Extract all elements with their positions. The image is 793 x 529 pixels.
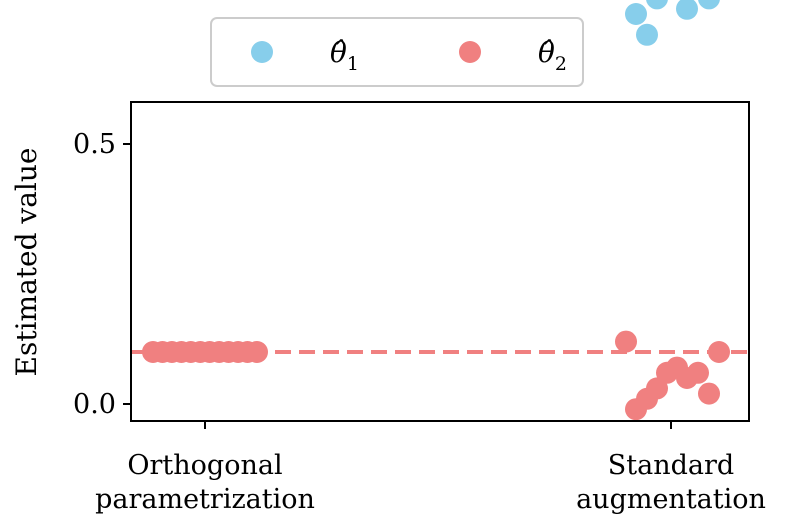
data-point-series1-cat2 — [625, 3, 647, 25]
data-point-series1-cat2 — [636, 23, 658, 46]
data-point-series2-cat2 — [646, 377, 668, 400]
legend-label-2: θ̂2 — [538, 36, 567, 75]
legend-marker-2 — [459, 41, 481, 63]
data-point-series1-cat2 — [698, 0, 720, 10]
legend-marker-1 — [251, 41, 273, 63]
plot-frame — [130, 101, 750, 422]
legend: θ̂1 θ̂2 — [210, 17, 584, 87]
data-point-series2-cat1 — [246, 341, 268, 363]
data-point-series1-cat2 — [646, 0, 668, 10]
data-point-series2-cat2 — [698, 382, 720, 405]
plot-area — [131, 0, 749, 421]
y-tick-label: 0.0 — [73, 389, 116, 420]
legend-box — [210, 17, 584, 87]
legend-label-1: θ̂1 — [330, 36, 359, 75]
data-point-series2-cat2 — [708, 341, 730, 363]
axes: 0.00.51.0OrthogonalparametrizationStanda… — [10, 101, 766, 515]
data-point-series2-cat2 — [615, 330, 637, 353]
data-point-series1-cat2 — [676, 0, 698, 20]
y-tick-label: 0.5 — [73, 129, 116, 160]
data-point-series2-cat2 — [687, 361, 709, 384]
y-axis-title: Estimated value — [10, 148, 43, 377]
